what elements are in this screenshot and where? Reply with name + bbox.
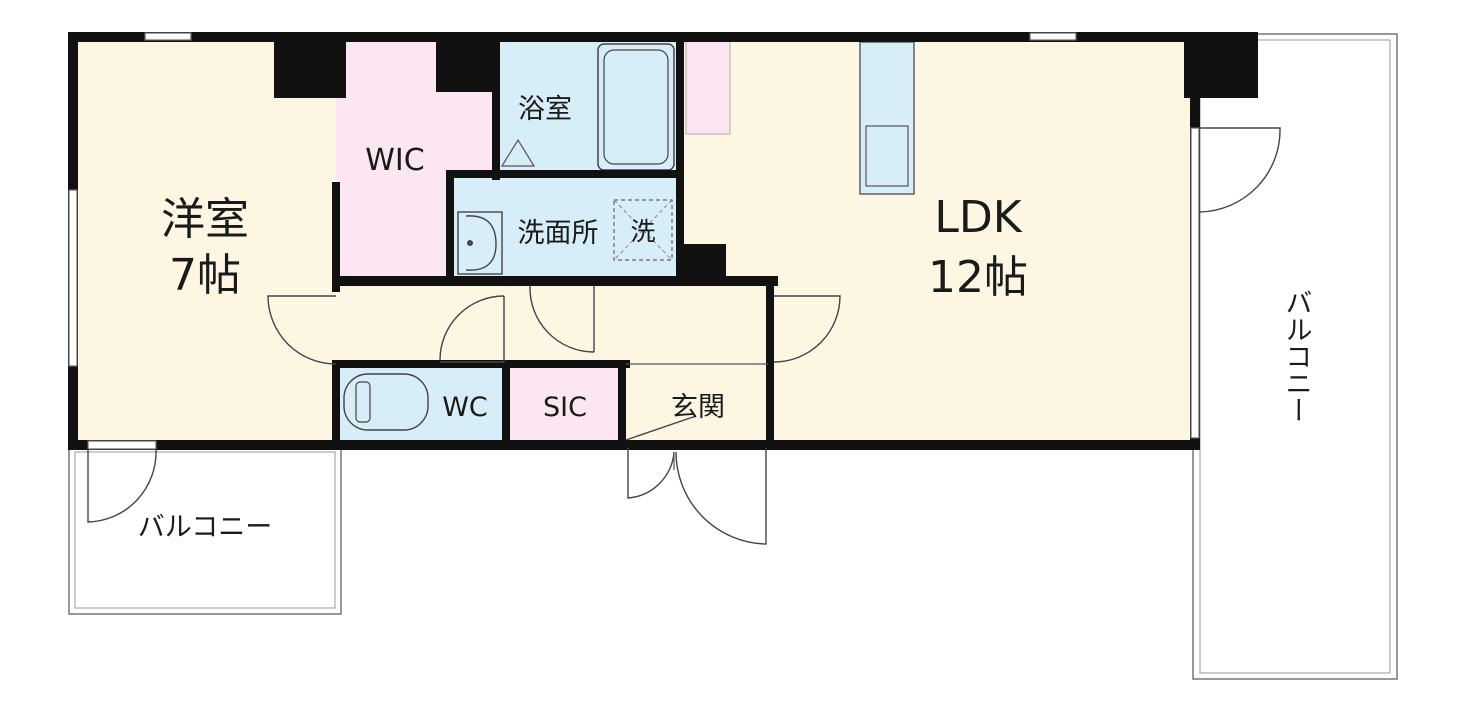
sic-label: SIC <box>543 392 587 423</box>
western-room-name: 洋室 <box>161 194 249 245</box>
western-room-floor <box>78 40 336 440</box>
balcony-right-label: バルコニー <box>1281 289 1312 424</box>
fixtures <box>343 41 915 431</box>
entrance-label: 玄関 <box>671 392 725 423</box>
wic-label: WIC <box>365 143 424 178</box>
washer-label: 洗 <box>630 217 655 246</box>
sic-floor <box>510 368 620 440</box>
toilet-label: WC <box>442 392 488 423</box>
balcony-left <box>68 445 342 615</box>
labels: 洋室 7帖 WIC 浴室 洗面所 洗 LDK 12帖 WC SIC 玄関 バルコ… <box>138 94 1312 543</box>
windows <box>68 32 1200 450</box>
ldk-size: 12帖 <box>928 252 1028 303</box>
western-room-size: 7帖 <box>169 250 241 301</box>
ldk-storage <box>685 39 731 135</box>
bathroom-label: 浴室 <box>518 94 572 125</box>
washbasin <box>457 211 503 275</box>
balcony-right <box>1192 33 1398 680</box>
doors <box>87 127 1281 545</box>
washer-pan <box>613 199 673 261</box>
balcony-left-label: バルコニー <box>138 512 272 543</box>
washroom-label: 洗面所 <box>518 218 599 249</box>
ldk-name: LDK <box>934 192 1022 243</box>
